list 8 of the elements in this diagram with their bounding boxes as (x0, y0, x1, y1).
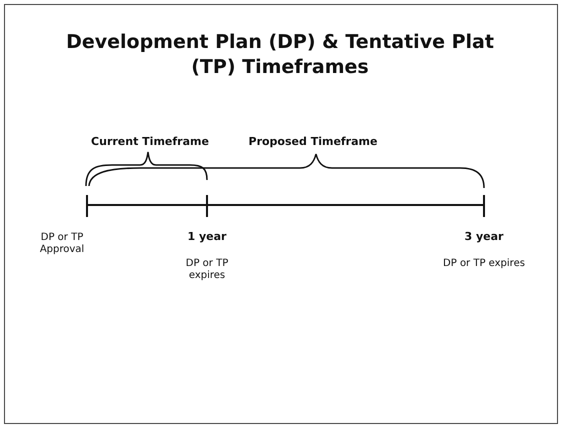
timeframe-label: Current Timeframe (90, 136, 210, 148)
timeframe-label: Proposed Timeframe (248, 136, 378, 148)
year-label: 1 year (186, 231, 228, 243)
milestone-label: DP or TP Approval (38, 232, 86, 256)
year-label: 3 year (464, 231, 504, 243)
title: Development Plan (DP) & Tentative Plat (TP) Timeframes (65, 30, 495, 80)
milestone-label: DP or TP expires (442, 258, 526, 270)
milestone-label: DP or TP expires (184, 258, 230, 282)
